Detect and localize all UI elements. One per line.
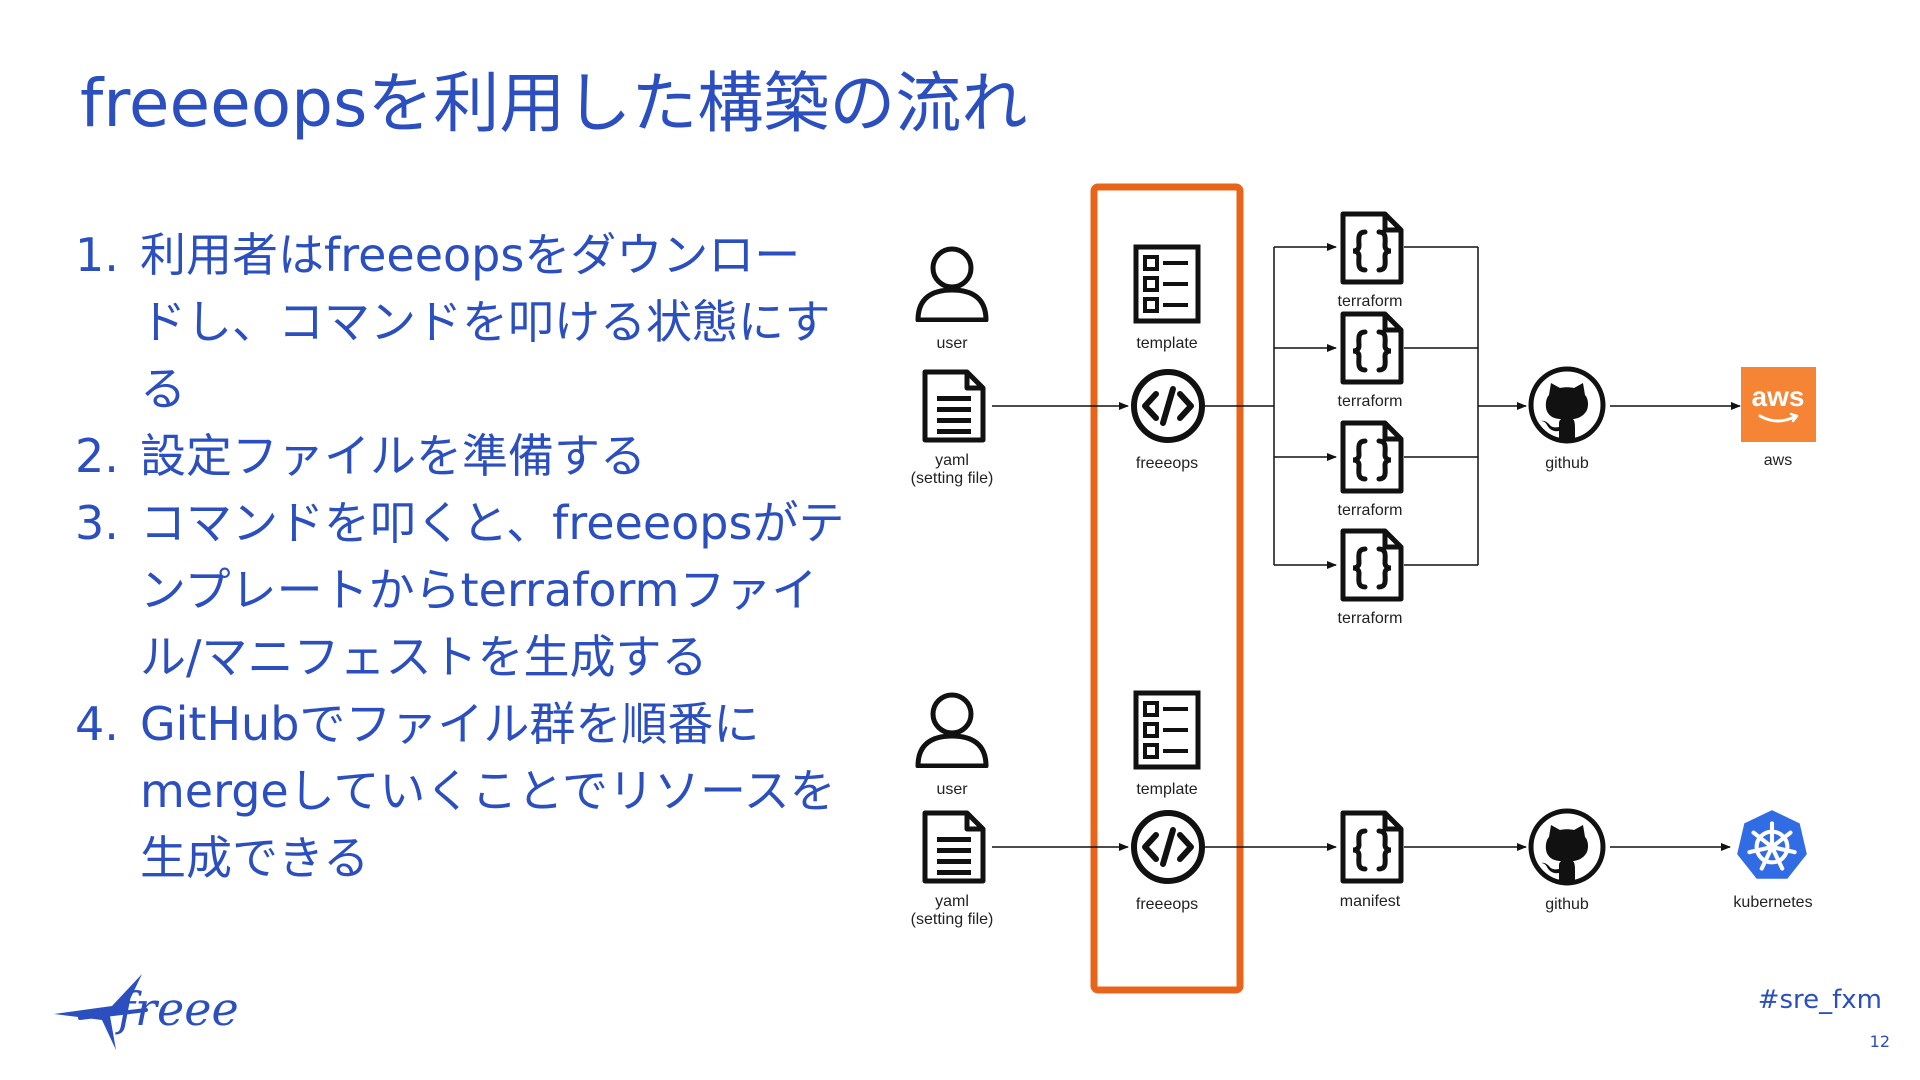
terraform-label: terraform	[1337, 393, 1403, 410]
page-number: 12	[1869, 1032, 1890, 1051]
yaml-sub-label: (setting file)	[910, 470, 994, 487]
kubernetes-label: kubernetes	[1733, 894, 1813, 911]
list-item: 3. コマンドを叩くと、freeeopsがテンプレートからterraformファ…	[75, 490, 845, 691]
step-number: 3.	[75, 496, 119, 550]
template-icon	[1136, 693, 1198, 767]
yaml-sub-label: (setting file)	[910, 911, 994, 928]
manifest-file-icon	[1343, 813, 1401, 881]
terraform-file-icon	[1343, 214, 1401, 282]
aws-label: aws	[1763, 452, 1793, 469]
terraform-file-icon	[1343, 314, 1401, 382]
terraform-file-icon	[1343, 531, 1401, 599]
yaml-file-icon	[925, 813, 983, 881]
hashtag: #sre_fxm	[1757, 985, 1882, 1015]
aws-badge-text: aws	[1752, 381, 1805, 412]
template-icon	[1136, 247, 1198, 321]
kubernetes-icon	[1737, 810, 1807, 879]
aws-icon: aws	[1741, 367, 1816, 442]
top-flow-connectors	[992, 243, 1741, 569]
terraform-label: terraform	[1337, 502, 1403, 519]
list-item: 4. GitHubでファイル群を順番にmergeしていくことでリソースを生成でき…	[75, 691, 845, 892]
freeeops-code-icon	[1134, 372, 1202, 440]
list-item: 2. 設定ファイルを準備する	[75, 423, 845, 490]
yaml-label: yaml	[935, 893, 969, 910]
step-number: 4.	[75, 697, 119, 751]
terraform-label: terraform	[1337, 610, 1403, 627]
manifest-label: manifest	[1339, 893, 1401, 910]
github-label: github	[1545, 455, 1589, 472]
user-icon	[918, 695, 986, 766]
user-label: user	[936, 781, 968, 798]
step-number: 1.	[75, 228, 119, 282]
list-item: 1. 利用者はfreeeopsをダウンロードし、コマンドを叩ける状態にする	[75, 222, 845, 423]
terraform-label: terraform	[1337, 293, 1403, 310]
github-icon	[1531, 369, 1603, 441]
github-label: github	[1545, 896, 1589, 913]
step-text: コマンドを叩くと、freeeopsがテンプレートからterraformファイル/…	[140, 496, 845, 684]
yaml-label: yaml	[935, 452, 969, 469]
freeeops-highlight-box	[1090, 183, 1244, 994]
template-label: template	[1136, 781, 1198, 798]
freeeops-label: freeeops	[1135, 896, 1199, 913]
yaml-file-icon	[925, 372, 983, 440]
slide-title: freeeopsを利用した構築の流れ	[80, 65, 1028, 142]
user-label: user	[936, 335, 968, 352]
freee-bird-logo-icon	[54, 974, 148, 1050]
freeeops-label: freeeops	[1135, 455, 1199, 472]
step-text: 利用者はfreeeopsをダウンロードし、コマンドを叩ける状態にする	[140, 228, 831, 416]
freee-logo-text: freee	[118, 982, 239, 1036]
step-text: GitHubでファイル群を順番にmergeしていくことでリソースを生成できる	[140, 697, 836, 885]
terraform-file-icon	[1343, 423, 1401, 491]
steps-list: 1. 利用者はfreeeopsをダウンロードし、コマンドを叩ける状態にする 2.…	[75, 222, 845, 892]
step-number: 2.	[75, 429, 119, 483]
user-icon	[918, 249, 986, 320]
template-label: template	[1136, 335, 1198, 352]
github-icon	[1531, 811, 1603, 883]
freeeops-code-icon	[1134, 813, 1202, 881]
step-text: 設定ファイルを準備する	[140, 429, 646, 483]
